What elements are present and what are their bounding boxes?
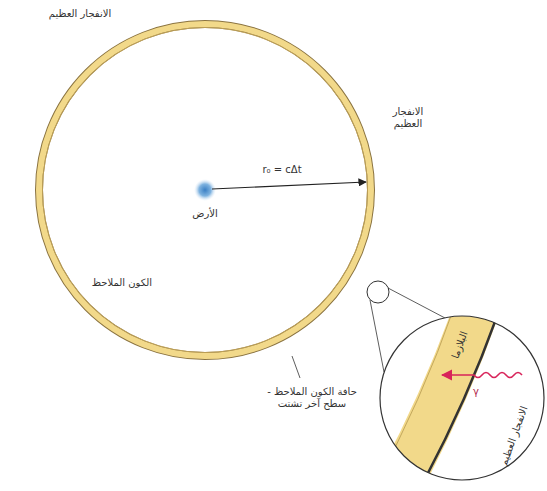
- earth: [194, 179, 216, 201]
- earth-label: الأرض: [180, 208, 230, 220]
- universe-inner-edge: [43, 28, 368, 353]
- big-bang-label: الانفجار العظيم: [40, 8, 120, 20]
- zoom-line: [370, 300, 384, 372]
- radius-label: r₀ = cΔt: [242, 164, 322, 176]
- big-bang-edge: [418, 305, 501, 491]
- radius-arrow: [212, 182, 366, 189]
- plasma-edge: [372, 305, 455, 491]
- zoom-line: [388, 288, 445, 318]
- universe-label: الكون الملاحظ: [77, 277, 167, 289]
- universe-ring: [39, 24, 371, 356]
- universe-ring-outline: [39, 24, 371, 356]
- photon-label: γ: [468, 386, 484, 398]
- photon-arrow: [442, 373, 522, 378]
- leader-line: [292, 356, 300, 378]
- zoom-marker: [367, 281, 389, 303]
- edge-label: حافة الكون الملاحظ - سطح آخر تشتت: [258, 386, 366, 410]
- inset-circle: [380, 316, 544, 480]
- big-bang-label: الانفجار العظيم: [378, 106, 438, 130]
